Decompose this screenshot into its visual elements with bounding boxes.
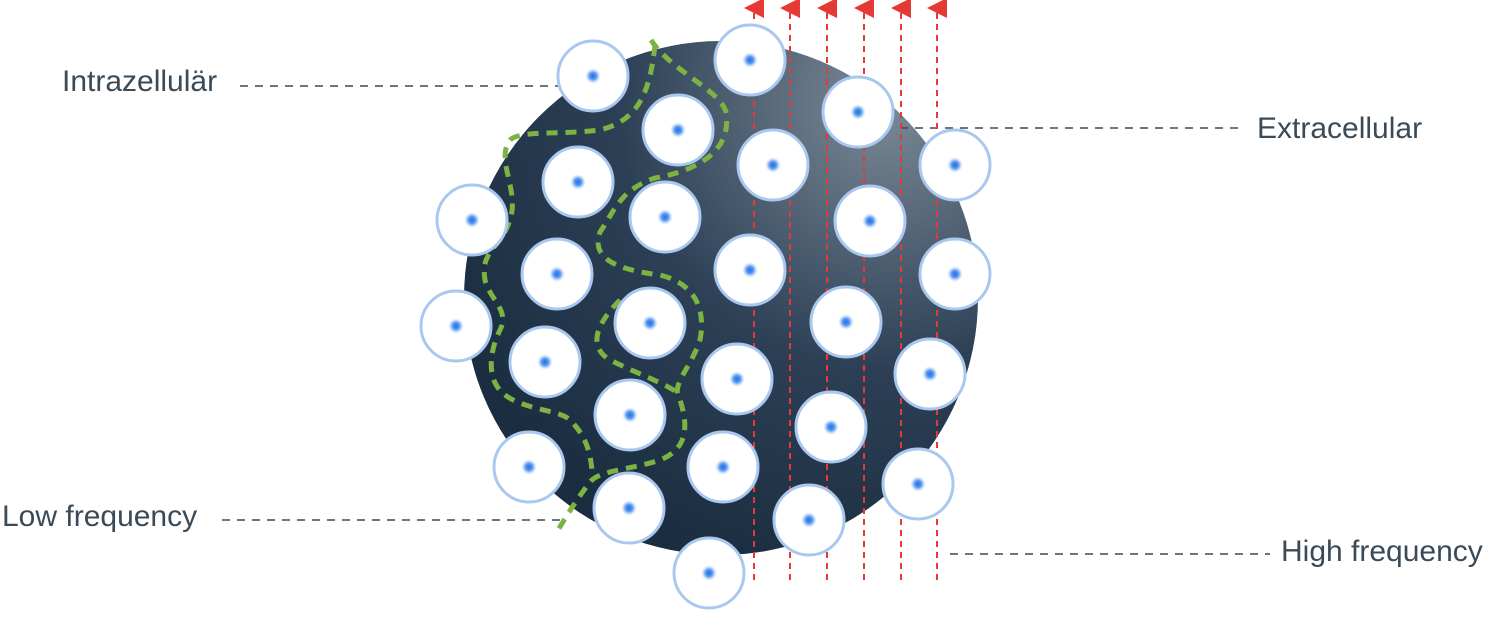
nucleus-icon — [910, 476, 926, 492]
nucleus-icon — [670, 122, 686, 138]
low-frequency-paths — [481, 38, 730, 532]
cell-icon — [893, 337, 967, 411]
nucleus-icon — [715, 459, 731, 475]
nucleus-icon — [850, 104, 866, 120]
nucleus-icon — [947, 266, 963, 282]
cell-icon — [520, 237, 594, 311]
label-intracellular: Intrazellulär — [62, 65, 218, 98]
cells — [419, 23, 992, 610]
nucleus-icon — [801, 512, 817, 528]
cell-icon — [809, 285, 883, 359]
cell-icon — [592, 471, 666, 545]
leader-lines — [222, 85, 1270, 555]
nucleus-icon — [549, 266, 565, 282]
nucleus-icon — [621, 500, 637, 516]
nucleus-icon — [570, 174, 586, 190]
cell-icon — [435, 183, 509, 257]
nucleus-icon — [448, 318, 464, 334]
nucleus-icon — [947, 157, 963, 173]
nucleus-icon — [642, 315, 658, 331]
cell-icon — [672, 536, 746, 610]
cell-icon — [918, 128, 992, 202]
nucleus-icon — [742, 262, 758, 278]
cell-icon — [700, 342, 774, 416]
nucleus-icon — [862, 213, 878, 229]
nucleus-icon — [838, 314, 854, 330]
cell-icon — [541, 145, 615, 219]
cell-icon — [508, 325, 582, 399]
cell-icon — [641, 93, 715, 167]
cell-icon — [556, 39, 630, 113]
nucleus-icon — [622, 407, 638, 423]
label-extracellular: Extracellular — [1257, 112, 1423, 145]
nucleus-icon — [823, 419, 839, 435]
nucleus-icon — [742, 52, 758, 68]
cell-icon — [628, 180, 702, 254]
cell-icon — [821, 75, 895, 149]
cell-icon — [593, 378, 667, 452]
nucleus-icon — [701, 565, 717, 581]
cell-icon — [833, 184, 907, 258]
cell-icon — [736, 128, 810, 202]
cell-icon — [794, 390, 868, 464]
nucleus-icon — [464, 212, 480, 228]
cell-icon — [881, 447, 955, 521]
cell-icon — [713, 23, 787, 97]
cell-icon — [419, 289, 493, 363]
nucleus-icon — [521, 459, 537, 475]
nucleus-icon — [729, 371, 745, 387]
cell-icon — [492, 430, 566, 504]
nucleus-icon — [585, 68, 601, 84]
nucleus-icon — [765, 157, 781, 173]
label-high-frequency: High frequency — [1281, 535, 1483, 568]
low-frequency-path-inner — [481, 44, 658, 471]
low-frequency-path-outer — [555, 38, 730, 532]
cell-icon — [772, 483, 846, 557]
label-low-frequency: Low frequency — [2, 500, 198, 533]
nucleus-icon — [657, 209, 673, 225]
nucleus-icon — [922, 366, 938, 382]
cell-icon — [918, 237, 992, 311]
low-frequency-path-mid — [594, 298, 682, 397]
cell-icon — [686, 430, 760, 504]
cell-icon — [713, 233, 787, 307]
nucleus-icon — [537, 354, 553, 370]
cell-icon — [613, 286, 687, 360]
